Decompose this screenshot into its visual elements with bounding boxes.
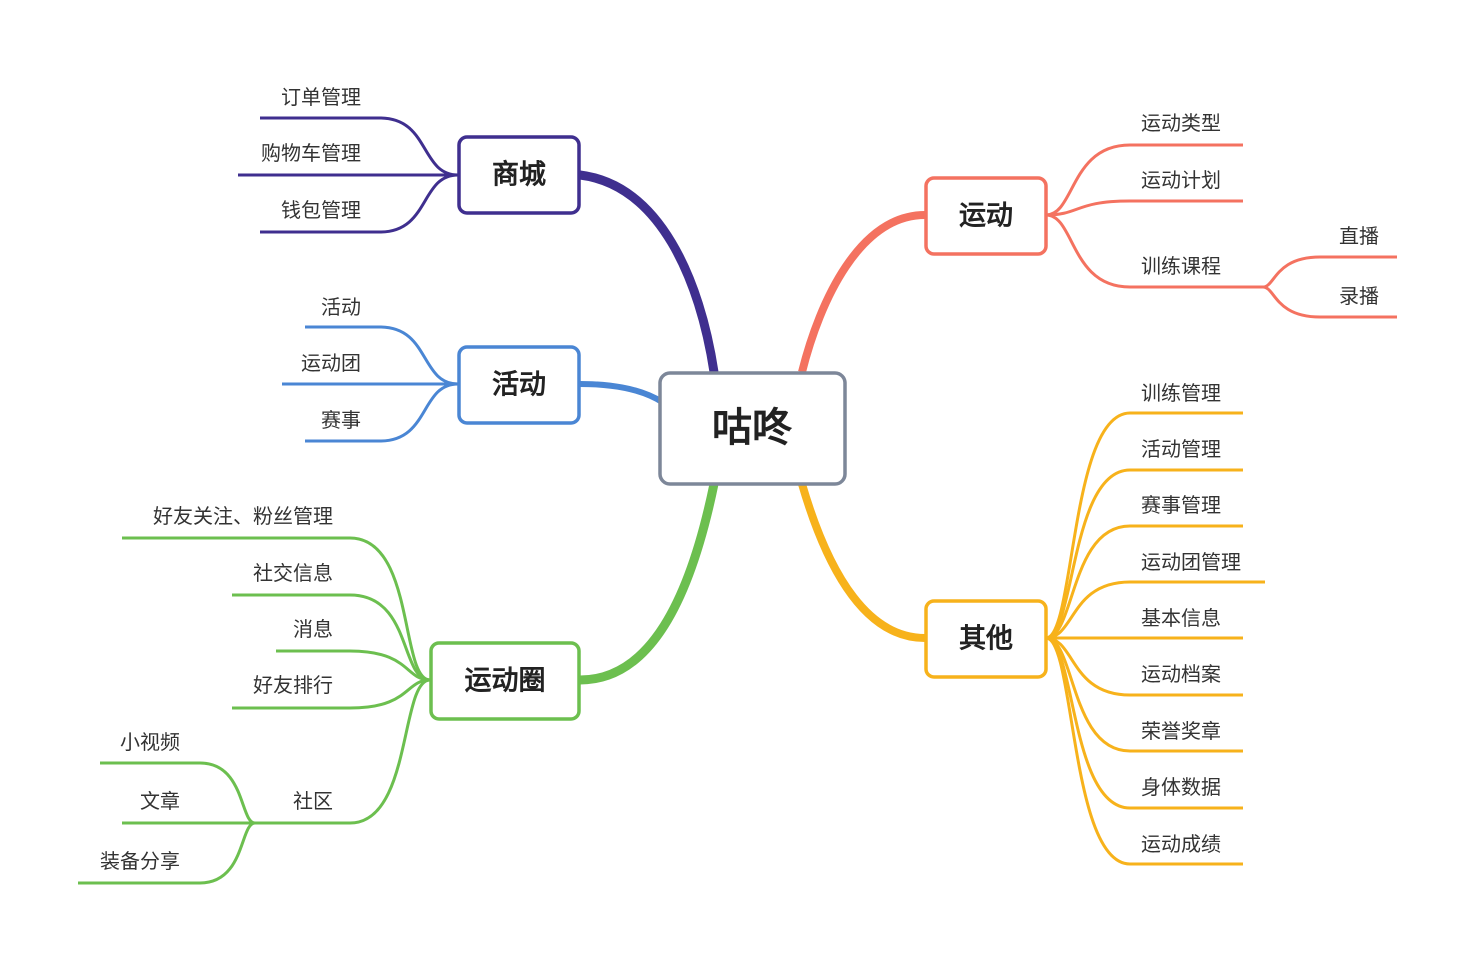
trunk-sport bbox=[798, 211, 926, 373]
circle-item-community[interactable]: 社区 bbox=[293, 789, 333, 813]
trunk-shop bbox=[579, 170, 719, 373]
sport-leaves: 运动类型 运动计划 训练课程 直播 录播 bbox=[1045, 111, 1397, 319]
svg-text:运动圈: 运动圈 bbox=[465, 666, 546, 697]
trunk-event bbox=[579, 381, 664, 405]
course-item-recorded[interactable]: 录播 bbox=[1339, 284, 1379, 308]
community-item-video[interactable]: 小视频 bbox=[120, 730, 180, 754]
sport-item-plan[interactable]: 运动计划 bbox=[1141, 168, 1221, 192]
other-item-profile[interactable]: 基本信息 bbox=[1141, 606, 1221, 630]
svg-text:商城: 商城 bbox=[492, 160, 546, 191]
sport-item-type[interactable]: 运动类型 bbox=[1141, 111, 1221, 135]
event-item-group[interactable]: 运动团 bbox=[301, 351, 361, 375]
sport-item-course[interactable]: 训练课程 bbox=[1141, 254, 1221, 278]
community-item-article[interactable]: 文章 bbox=[140, 789, 180, 813]
topic-event[interactable]: 活动 bbox=[457, 345, 581, 425]
svg-text:咕咚: 咕咚 bbox=[712, 405, 793, 451]
other-item-match[interactable]: 赛事管理 bbox=[1141, 493, 1221, 517]
circle-leaves: 好友关注、粉丝管理 社交信息 消息 好友排行 社区 小视频 文章 装备分享 bbox=[78, 504, 431, 885]
other-item-activity[interactable]: 活动管理 bbox=[1141, 437, 1221, 461]
topic-circle[interactable]: 运动圈 bbox=[429, 641, 581, 721]
other-item-results[interactable]: 运动成绩 bbox=[1141, 832, 1221, 856]
other-item-group[interactable]: 运动团管理 bbox=[1141, 550, 1241, 574]
other-leaves: 训练管理 活动管理 赛事管理 运动团管理 基本信息 运动档案 荣誉奖章 身体数据… bbox=[1045, 381, 1265, 866]
event-item-match[interactable]: 赛事 bbox=[321, 408, 361, 432]
topic-other[interactable]: 其他 bbox=[924, 599, 1048, 679]
trunk-circle bbox=[579, 483, 719, 685]
svg-text:活动: 活动 bbox=[492, 370, 546, 401]
circle-item-social[interactable]: 社交信息 bbox=[253, 561, 333, 585]
root-topic[interactable]: 咕咚 bbox=[658, 371, 847, 486]
circle-item-message[interactable]: 消息 bbox=[293, 617, 333, 641]
svg-text:其他: 其他 bbox=[959, 624, 1013, 655]
svg-text:运动: 运动 bbox=[959, 201, 1013, 232]
other-item-training[interactable]: 训练管理 bbox=[1141, 381, 1221, 405]
community-item-gear[interactable]: 装备分享 bbox=[100, 849, 180, 873]
shop-item-orders[interactable]: 订单管理 bbox=[281, 85, 361, 109]
course-item-live[interactable]: 直播 bbox=[1339, 224, 1379, 248]
shop-leaves: 订单管理 购物车管理 钱包管理 bbox=[238, 85, 459, 234]
circle-item-follow[interactable]: 好友关注、粉丝管理 bbox=[153, 504, 333, 528]
event-leaves: 活动 运动团 赛事 bbox=[282, 295, 459, 443]
event-item-activity[interactable]: 活动 bbox=[321, 295, 361, 319]
shop-item-cart[interactable]: 购物车管理 bbox=[261, 141, 361, 165]
topic-sport[interactable]: 运动 bbox=[924, 176, 1048, 256]
shop-item-wallet[interactable]: 钱包管理 bbox=[281, 198, 361, 222]
other-item-archive[interactable]: 运动档案 bbox=[1141, 662, 1221, 686]
topic-shop[interactable]: 商城 bbox=[457, 135, 581, 215]
circle-item-ranking[interactable]: 好友排行 bbox=[253, 673, 333, 697]
other-item-medals[interactable]: 荣誉奖章 bbox=[1141, 719, 1221, 743]
trunk-other bbox=[798, 482, 926, 642]
other-item-body[interactable]: 身体数据 bbox=[1141, 775, 1221, 799]
